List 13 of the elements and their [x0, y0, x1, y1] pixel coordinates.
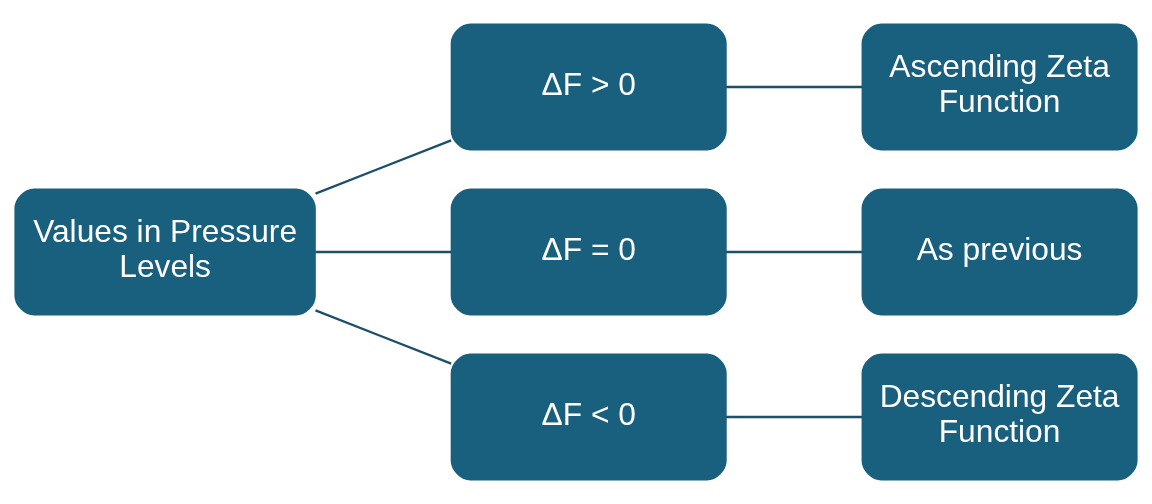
node-box: ΔF < 0 [450, 353, 727, 481]
connector [315, 139, 452, 195]
connector [315, 309, 452, 365]
node-box: As previous [861, 188, 1138, 316]
node-box: Values in Pressure Levels [14, 188, 316, 316]
node-box: ΔF = 0 [450, 188, 727, 316]
connector [726, 85, 863, 89]
node-box: Ascending Zeta Function [861, 23, 1138, 151]
connector [726, 250, 863, 254]
connector [315, 250, 452, 254]
node-box: ΔF > 0 [450, 23, 727, 151]
connector [726, 415, 863, 419]
node-box: Descending Zeta Function [861, 353, 1138, 481]
